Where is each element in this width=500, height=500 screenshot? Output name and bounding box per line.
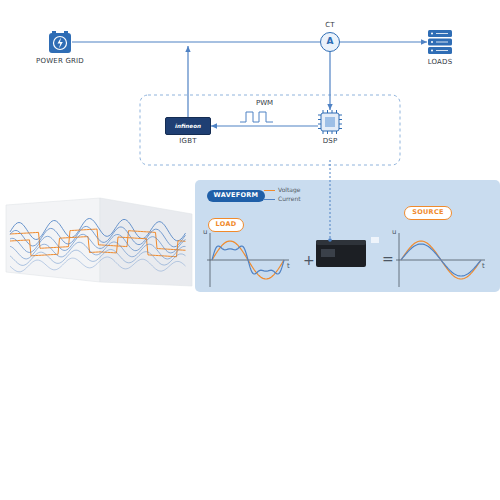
node-caption: IGBT — [179, 138, 196, 146]
node-caption: LOADS — [428, 59, 453, 67]
legend-line — [264, 190, 275, 191]
source-axes — [396, 233, 485, 287]
waveform-tag: WAVEFORM — [207, 190, 266, 201]
pwm-pulse — [240, 112, 273, 122]
signal-link — [330, 160, 331, 239]
legend-text: Voltage — [278, 187, 301, 194]
axis-name: u — [392, 229, 396, 236]
loads-icon: LOADS — [427, 29, 453, 55]
source-tag: SOURCE — [404, 206, 452, 219]
node-label: infineon — [175, 123, 201, 129]
legend-line — [264, 199, 275, 200]
axis-name: t — [482, 263, 485, 270]
legend-entry: Voltage — [264, 187, 301, 194]
controller-enclosure — [140, 95, 400, 165]
operator: = — [382, 252, 394, 266]
node-label: LOAD — [216, 221, 237, 228]
load-axes — [207, 233, 289, 287]
operator: + — [303, 253, 315, 267]
node-caption: DSP — [323, 138, 338, 146]
connector — [340, 41, 427, 42]
connector — [72, 41, 320, 42]
connector — [329, 52, 330, 110]
dsp-chip: DSP — [318, 110, 342, 134]
legend-entry: Current — [264, 196, 301, 203]
legend-text: Current — [278, 196, 301, 203]
filter-device — [316, 238, 366, 267]
grid-symbol — [48, 30, 72, 54]
indicator — [371, 237, 379, 243]
dsp-symbol — [318, 110, 342, 134]
waveforms — [212, 241, 481, 279]
node-caption: POWER GRID — [36, 58, 84, 66]
harmonic-illustration — [6, 198, 192, 286]
loads-symbol — [427, 29, 453, 55]
waveform-panel — [195, 180, 500, 292]
node-label: WAVEFORM — [214, 192, 259, 199]
current-transformer: CTA — [320, 32, 340, 52]
signal-name: PWM — [256, 100, 273, 107]
power-grid-icon: POWER GRID — [48, 30, 72, 54]
node-caption: CT — [325, 22, 335, 30]
node-label: SOURCE — [412, 209, 444, 216]
axis-name: u — [203, 229, 207, 236]
node-label: A — [327, 37, 334, 47]
igbt-module: infineonIGBT — [165, 117, 211, 135]
connector — [211, 125, 318, 126]
axis-name: t — [287, 263, 290, 270]
load-tag: LOAD — [208, 218, 245, 231]
feed-wire — [187, 46, 188, 117]
